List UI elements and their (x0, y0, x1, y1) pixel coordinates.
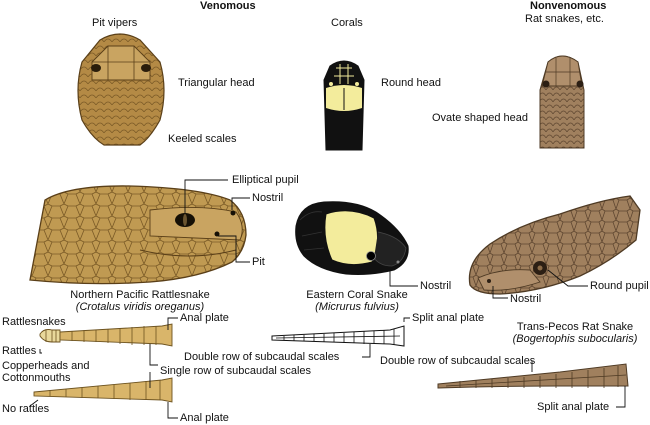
label-rattlesnakes: Rattlesnakes (2, 316, 66, 328)
group-corals: Corals (331, 17, 363, 29)
species-rat-common: Trans-Pecos Rat Snake (516, 321, 634, 333)
label-keeled-scales: Keeled scales (168, 133, 237, 145)
copperhead-tail-illustration (33, 377, 173, 403)
label-double-row-rat: Double row of subcaudal scales (380, 355, 536, 367)
species-coral-scientific: (Micrurus fulvius) (315, 301, 399, 313)
heading-nonvenomous: Nonvenomous (530, 0, 607, 12)
label-copperheads: Copperheads and (2, 360, 90, 372)
label-cottonmouths: Cottonmouths (2, 372, 71, 384)
label-single-row-subcaudal: Single row of subcaudal scales (160, 365, 312, 377)
species-rattlesnake-common: Northern Pacific Rattlesnake (70, 289, 210, 301)
label-round-head: Round head (381, 77, 441, 89)
coral-snake-side-head-illustration (295, 201, 409, 275)
species-rattlesnake-scientific: (Crotalus viridis oreganus) (75, 301, 205, 313)
coral-snake-tail-illustration (271, 325, 405, 347)
rattlesnake-side-head-illustration (29, 185, 247, 285)
callout-round-pupil: Round pupil (590, 280, 649, 292)
callout-nostril-rat: Nostril (510, 293, 542, 305)
heading-venomous: Venomous (200, 0, 256, 12)
label-ovate-head: Ovate shaped head (432, 112, 529, 124)
leader-lines (29, 179, 626, 419)
group-pit-vipers: Pit vipers (92, 17, 138, 29)
label-split-anal-plate-rat: Split anal plate (537, 401, 610, 413)
label-split-anal-plate-coral: Split anal plate (412, 312, 485, 324)
label-triangular-head: Triangular head (178, 77, 255, 89)
label-double-row-coral: Double row of subcaudal scales (184, 351, 340, 363)
rat-snake-head-illustration (539, 55, 585, 149)
species-coral-common: Eastern Coral Snake (306, 289, 408, 301)
rattlesnake-tail-illustration (39, 323, 173, 347)
coral-head-illustration (323, 60, 365, 151)
group-rat-snakes: Rat snakes, etc. (525, 13, 604, 25)
label-no-rattles: No rattles (2, 403, 50, 415)
callout-nostril-coral: Nostril (420, 280, 452, 292)
label-rattles: Rattles (2, 345, 37, 357)
pit-viper-head-illustration (77, 33, 165, 146)
callout-pit: Pit (252, 256, 265, 268)
label-anal-plate-top: Anal plate (180, 312, 229, 324)
rat-snake-tail-illustration (437, 363, 629, 389)
callout-elliptical-pupil: Elliptical pupil (232, 174, 299, 186)
rat-snake-side-head-illustration (468, 195, 641, 295)
species-rat-scientific: (Bogertophis subocularis) (512, 333, 638, 345)
label-anal-plate-bottom: Anal plate (180, 412, 229, 424)
callout-nostril-rattlesnake: Nostril (252, 192, 284, 204)
